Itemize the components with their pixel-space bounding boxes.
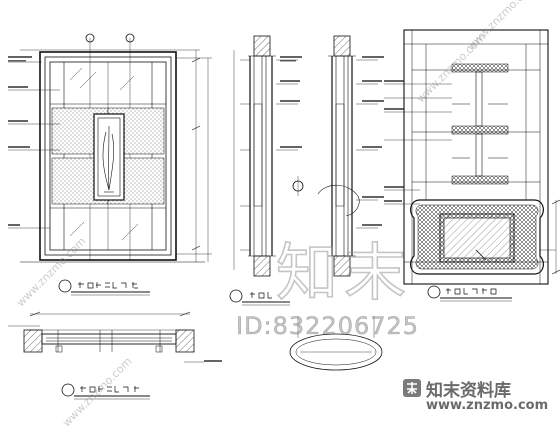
door-plan-title xyxy=(61,383,150,400)
brand-logo-icon xyxy=(403,379,421,397)
door-plan-section xyxy=(8,311,204,363)
door-section-b xyxy=(292,35,378,277)
cabinet-elevation-title xyxy=(427,285,512,302)
brand-name: 知末资料库 xyxy=(426,381,511,401)
cabinet-elevation xyxy=(384,29,560,285)
brand-watermark-large: 知末 xyxy=(275,235,413,310)
brand-badge: 知末资料库 www.znzmo.com xyxy=(400,376,558,418)
cad-drawing xyxy=(8,29,560,400)
section-detail-bubble xyxy=(289,316,383,371)
annotation-labels xyxy=(8,56,404,362)
door-elevation xyxy=(8,33,212,263)
drawing-canvas: www.znzmo.com www.znzmo.com www.znzmo.co… xyxy=(8,0,560,429)
section-a-title xyxy=(229,289,290,306)
door-elevation-title xyxy=(58,279,150,296)
door-section-a xyxy=(233,35,298,277)
brand-url: www.znzmo.com xyxy=(426,398,549,413)
id-watermark: ID:832206725 xyxy=(236,312,420,341)
